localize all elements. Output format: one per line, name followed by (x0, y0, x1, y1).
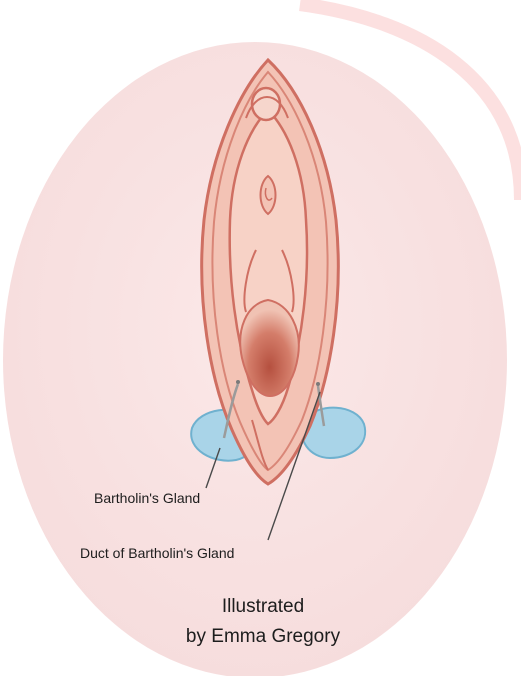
gland-label: Bartholin's Gland (94, 490, 200, 506)
credit-line-2: by Emma Gregory (148, 622, 378, 652)
duct-label: Duct of Bartholin's Gland (80, 545, 234, 561)
clitoris (252, 88, 280, 120)
right-duct-opening (316, 382, 320, 386)
left-duct-opening (236, 380, 240, 384)
urethral-opening (261, 176, 276, 214)
credit-line-1: Illustrated (148, 592, 378, 622)
illustrator-credit: Illustrated by Emma Gregory (148, 592, 378, 652)
